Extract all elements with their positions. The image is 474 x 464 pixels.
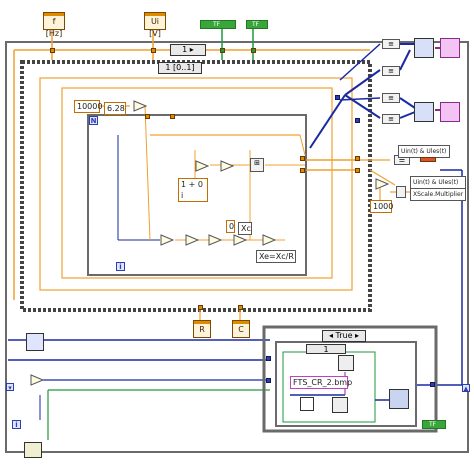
multiply-node[interactable] [185, 234, 199, 246]
zero-constant[interactable]: 0 [226, 220, 235, 233]
waveform-graph-indicator[interactable] [440, 38, 460, 58]
multiply-node[interactable] [133, 100, 147, 112]
thousand-constant[interactable]: 1000 [370, 200, 393, 213]
waveform-chart-icon[interactable] [414, 38, 434, 58]
tunnel [266, 378, 271, 383]
xc-indicator: Xc [238, 222, 252, 235]
tunnel [170, 114, 175, 119]
tunnel [220, 48, 225, 53]
save-picture-vi-icon[interactable] [389, 389, 409, 409]
property-node-ref[interactable] [396, 186, 406, 198]
boolean-constant-3[interactable]: TF [422, 420, 446, 429]
multiply-node[interactable] [195, 160, 209, 172]
frequency-control[interactable]: f [Hz] [43, 12, 65, 38]
loop-count-terminal: N [89, 116, 98, 125]
tunnel [266, 356, 271, 361]
tunnel [355, 118, 360, 123]
loop-iteration-terminal: i [116, 262, 125, 271]
bmp-write-vi-icon[interactable] [332, 397, 348, 413]
write-file-vi-icon[interactable] [338, 355, 354, 371]
count-constant[interactable]: 10000 [74, 100, 102, 113]
formula-label: Xe=Xc/R [256, 250, 296, 263]
tunnel [50, 48, 55, 53]
two-pi-constant[interactable]: 6.28 [104, 102, 126, 115]
add-node[interactable] [220, 160, 234, 172]
case-selector[interactable]: ◂ True ▸ [322, 330, 366, 342]
complex-constant[interactable]: 1 + 0 i [178, 178, 208, 202]
property-node [420, 157, 436, 162]
sequence-frame-selector[interactable]: 1 [0..1] [158, 62, 202, 74]
complex-build-node[interactable]: ⊞ [250, 158, 264, 172]
tunnel [198, 305, 203, 310]
tunnel [145, 114, 150, 119]
waveform-chart-icon[interactable] [414, 102, 434, 122]
tunnel [430, 382, 435, 387]
divide-node[interactable] [375, 178, 389, 190]
stop-condition-terminal: ▲ [462, 384, 470, 393]
voltage-control[interactable]: Ui [V] [144, 12, 166, 38]
resistance-control[interactable]: R [193, 320, 211, 338]
bundle-node[interactable]: ≡ [382, 93, 400, 103]
case-structure-frame [262, 325, 438, 433]
tunnel [238, 305, 243, 310]
divide-node[interactable] [233, 234, 247, 246]
voltage-label: Ui [V] [149, 17, 161, 38]
while-loop-iteration-terminal: ▾ [6, 383, 14, 392]
tunnel [355, 156, 360, 161]
tunnel [300, 168, 305, 173]
main-loop-iteration-terminal: i [12, 420, 21, 429]
filename-constant[interactable]: FTS_CR_2.bmp [290, 376, 352, 389]
multiply-node[interactable] [208, 234, 222, 246]
top-case-selector[interactable]: 1 ▸ [170, 44, 206, 56]
tunnel [251, 48, 256, 53]
capacitance-control[interactable]: C [232, 320, 250, 338]
tunnel [335, 95, 340, 100]
tunnel [151, 48, 156, 53]
tunnel [300, 156, 305, 161]
boolean-constant-1[interactable]: TF [200, 20, 236, 29]
waveform-graph-indicator[interactable] [440, 102, 460, 122]
bundle-node[interactable]: ≡ [382, 66, 400, 76]
file-path-vi-icon[interactable] [26, 333, 44, 351]
bundle-node[interactable]: ≡ [382, 114, 400, 124]
bundle-node[interactable]: ≡ [382, 39, 400, 49]
outer-sequence-frame [20, 60, 372, 312]
boolean-constant-2[interactable]: TF [246, 20, 268, 29]
stop-button-icon[interactable] [24, 442, 42, 458]
xscale-multiplier-property[interactable]: XScale.Multiplier [410, 188, 466, 201]
inner-case-selector[interactable]: 1 [306, 344, 346, 354]
main-while-loop-frame [5, 41, 469, 453]
divide-node[interactable] [160, 234, 174, 246]
divide-node[interactable] [262, 234, 276, 246]
frequency-label: f [Hz] [45, 17, 63, 38]
tunnel [355, 168, 360, 173]
not-node[interactable] [30, 374, 44, 386]
image-vi-icon[interactable] [300, 397, 314, 411]
